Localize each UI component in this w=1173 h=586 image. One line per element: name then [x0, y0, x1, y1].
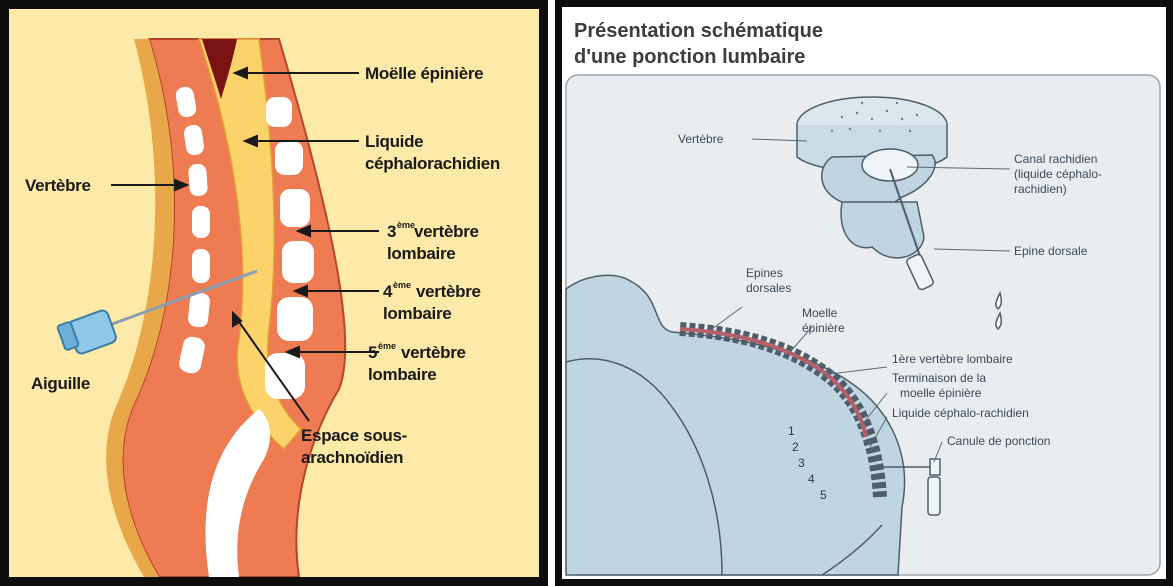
label-v5-word: vertèbre [401, 343, 466, 362]
label-canal-3: rachidien) [1014, 182, 1067, 196]
lumbar-puncture-schematic: Présentation schématique d'une ponction … [562, 7, 1166, 579]
label-aiguille: Aiguille [31, 374, 90, 393]
label-liquide-1: Liquide [365, 132, 423, 151]
label-v4-line2: lombaire [383, 304, 451, 323]
label-v3-num: 3 [387, 222, 396, 241]
label-v4-sup: ème [393, 280, 411, 290]
label-canule: Canule de ponction [947, 434, 1050, 448]
label-epine-dorsale: Epine dorsale [1014, 244, 1088, 258]
label-liquide-r: Liquide céphalo-rachidien [892, 406, 1029, 420]
label-terminaison-2: moelle épinière [900, 386, 982, 400]
label-canal-2: (liquide céphalo- [1014, 167, 1102, 181]
label-vertebre-r: Vertèbre [678, 132, 724, 146]
vertebra-number-2: 2 [792, 440, 799, 454]
label-epines-1: Epines [746, 266, 783, 280]
label-v5-sup: ème [378, 341, 396, 351]
label-v5-num: 5 [368, 343, 377, 362]
label-v3-line2: lombaire [387, 244, 455, 263]
label-premiere: 1ère vertèbre lombaire [892, 352, 1013, 366]
label-v3-word: vertèbre [414, 222, 479, 241]
label-moelle-2: épinière [802, 321, 845, 335]
label-v4-num: 4 [383, 282, 393, 301]
vertebra-number-3: 3 [798, 456, 805, 470]
label-v4-word: vertèbre [416, 282, 481, 301]
vertebra-number-5: 5 [820, 488, 827, 502]
left-diagram-panel: Moëlle épinière Liquide céphalorachidien… [0, 0, 548, 586]
vertebra-number-4: 4 [808, 472, 815, 486]
title-line-2: d'une ponction lumbaire [574, 46, 805, 68]
vertebra-number-1: 1 [788, 424, 795, 438]
spine-section-illustration: Moëlle épinière Liquide céphalorachidien… [9, 9, 539, 577]
right-diagram-panel: Présentation schématique d'une ponction … [555, 0, 1173, 586]
label-v3-sup: ème [397, 220, 415, 230]
label-moelle: Moëlle épinière [365, 64, 483, 83]
label-liquide-2: céphalorachidien [365, 154, 500, 173]
label-v5-line2: lombaire [368, 365, 436, 384]
label-epines-2: dorsales [746, 281, 791, 295]
title-line-1: Présentation schématique [574, 20, 823, 42]
label-terminaison-1: Terminaison de la [892, 371, 986, 385]
label-vertebre: Vertèbre [25, 176, 91, 195]
label-moelle-1: Moelle [802, 306, 838, 320]
label-espace-1: Espace sous- [301, 426, 407, 445]
label-espace-2: arachnoïdien [301, 448, 403, 467]
label-canal-1: Canal rachidien [1014, 152, 1097, 166]
